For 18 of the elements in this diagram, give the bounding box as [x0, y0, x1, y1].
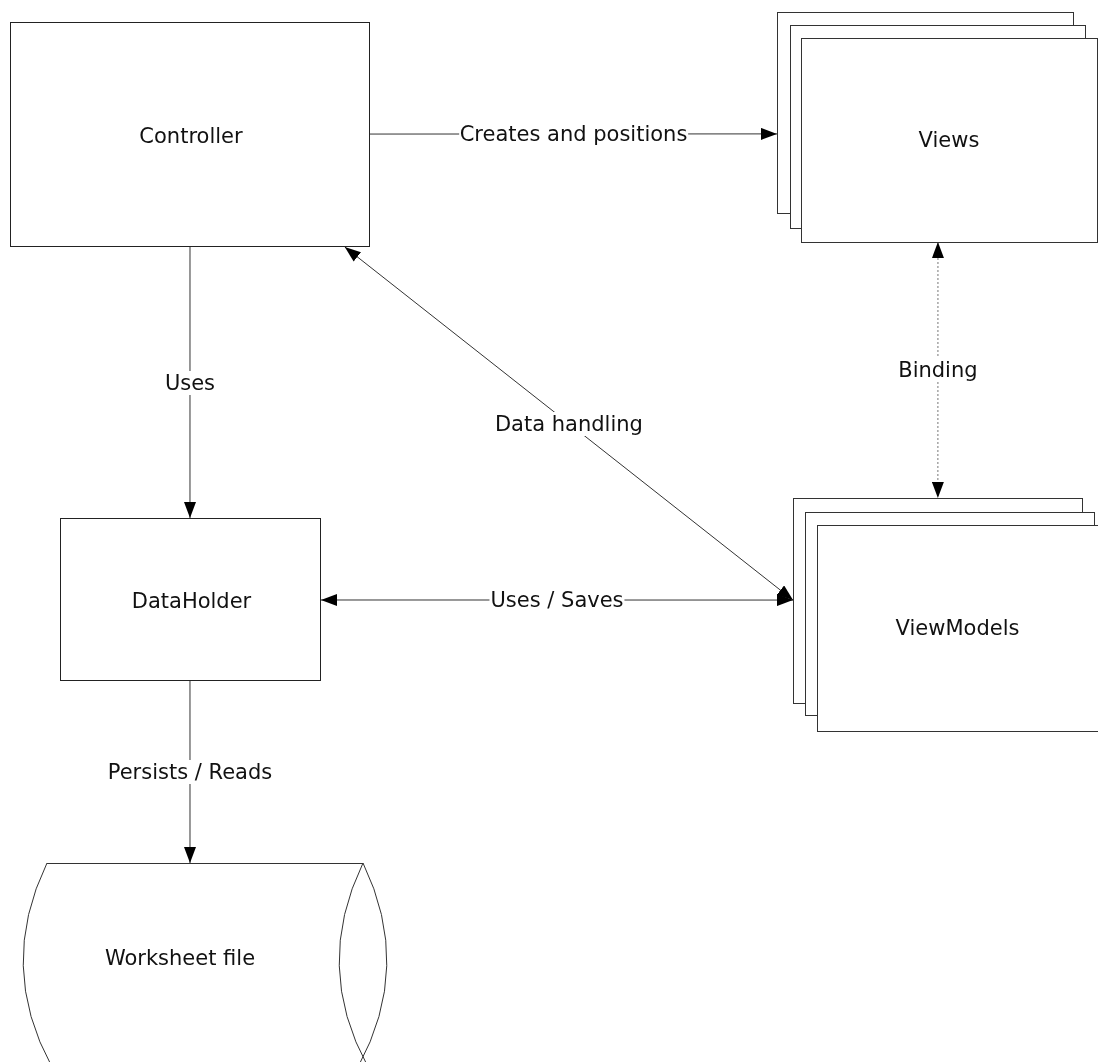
process-box [60, 518, 321, 681]
node-label: Views [918, 128, 980, 152]
edge-label: Uses [163, 370, 217, 395]
arrow [931, 241, 944, 499]
edge-label: Binding [897, 358, 979, 382]
edge-label: Uses / Saves [489, 588, 625, 612]
stacked-boxes [777, 12, 1097, 242]
node-label: Controller [139, 123, 243, 148]
node-label: ViewModels [895, 616, 1020, 640]
arrow [184, 246, 196, 519]
storage-cylinder [22, 863, 388, 1062]
process-box [10, 22, 370, 247]
stacked-boxes [793, 498, 1098, 731]
arrow [344, 246, 794, 601]
arrow [184, 680, 196, 864]
edge-label: Persists / Reads [106, 760, 274, 784]
node-label: DataHolder [131, 588, 252, 613]
node-label: Worksheet file [104, 945, 256, 970]
